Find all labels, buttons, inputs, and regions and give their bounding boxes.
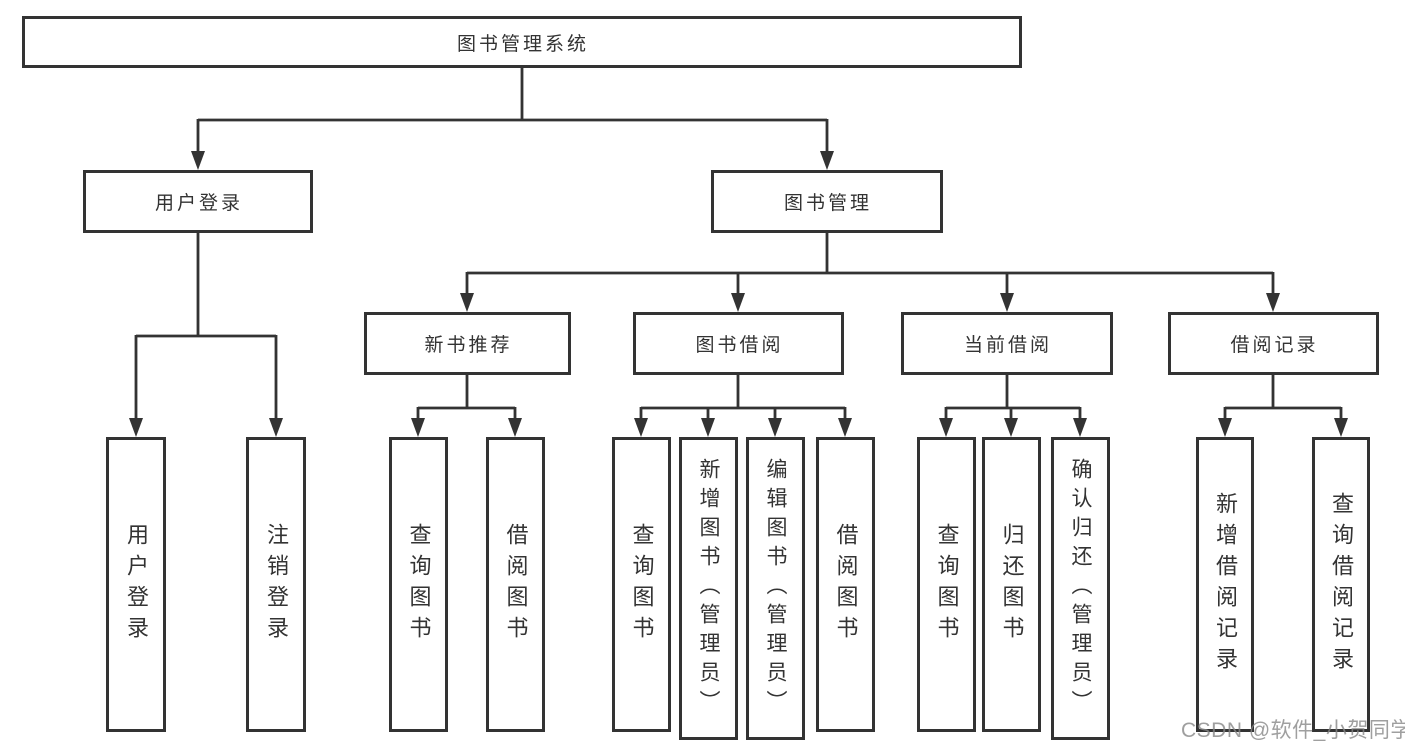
- node-new-book-recommendation: 新书推荐: [364, 312, 571, 375]
- node-bb-edit-books-admin: 编辑图书（管理员）: [746, 437, 805, 740]
- node-bb-add-books-admin: 新增图书（管理员）: [679, 437, 738, 740]
- node-bb-borrow-books: 借阅图书: [816, 437, 875, 732]
- arrowheads-level3: [460, 293, 1280, 312]
- node-cb-query-books: 查询图书: [917, 437, 976, 732]
- connector-current-to-leaves: [944, 375, 1082, 419]
- node-current-borrowing: 当前借阅: [901, 312, 1113, 375]
- connector-bookmgmt-to-level3: [465, 233, 1275, 294]
- node-br-query-record: 查询借阅记录: [1312, 437, 1370, 732]
- node-label: 借阅图书: [503, 522, 529, 647]
- node-book-management-branch: 图书管理: [711, 170, 943, 233]
- watermark-csdn: CSDN @软件_小贺同学: [1181, 719, 1405, 742]
- node-label: 借阅图书: [833, 522, 859, 647]
- arrowheads-current-leaves: [939, 418, 1087, 437]
- arrowheads-records-leaves: [1218, 418, 1348, 437]
- node-borrowing-records: 借阅记录: [1168, 312, 1379, 375]
- node-label: 查询图书: [629, 522, 655, 647]
- arrowheads-newbook-leaves: [411, 418, 522, 437]
- connector-borrowing-to-leaves: [639, 375, 847, 419]
- arrowheads-level2: [191, 151, 834, 170]
- node-label: 当前借阅: [963, 335, 1052, 356]
- connector-userlogin-to-leaves: [134, 233, 278, 419]
- node-label: 用户登录: [124, 522, 149, 647]
- node-label: 查询图书: [934, 522, 960, 647]
- node-label: 新增借阅记录: [1213, 491, 1238, 678]
- node-label: 注销登录: [264, 522, 289, 647]
- node-nb-query-books: 查询图书: [389, 437, 448, 732]
- node-leaf-user-login: 用户登录: [106, 437, 166, 732]
- node-cb-return-books: 归还图书: [982, 437, 1041, 732]
- node-label: 新书推荐: [424, 335, 513, 356]
- node-label: 查询图书: [406, 522, 432, 647]
- node-book-borrowing: 图书借阅: [633, 312, 844, 375]
- connector-root-to-level2: [196, 68, 829, 152]
- node-bb-query-books: 查询图书: [612, 437, 671, 732]
- node-label: 图书借阅: [695, 335, 784, 356]
- node-cb-confirm-return-admin: 确认归还（管理员）: [1051, 437, 1110, 740]
- node-label: 新增图书（管理员）: [697, 458, 720, 719]
- node-label: 用户登录: [154, 193, 243, 214]
- node-label: 归还图书: [999, 522, 1025, 647]
- node-label: 借阅记录: [1230, 335, 1319, 356]
- node-library-management-system: 图书管理系统: [22, 16, 1022, 68]
- node-label: 确认归还（管理员）: [1069, 458, 1092, 719]
- node-br-add-record: 新增借阅记录: [1196, 437, 1254, 732]
- connector-records-to-leaves: [1223, 375, 1343, 419]
- node-nb-borrow-books: 借阅图书: [486, 437, 545, 732]
- node-label: 图书管理: [783, 193, 872, 214]
- arrowheads-userlogin-leaves: [129, 418, 283, 437]
- arrowheads-borrowing-leaves: [634, 418, 852, 437]
- node-leaf-logout: 注销登录: [246, 437, 306, 732]
- connector-newbook-to-leaves: [416, 375, 517, 419]
- node-label: 查询借阅记录: [1329, 491, 1354, 678]
- node-label: 图书管理系统: [456, 33, 589, 55]
- node-label: 编辑图书（管理员）: [764, 458, 787, 719]
- node-user-login-branch: 用户登录: [83, 170, 313, 233]
